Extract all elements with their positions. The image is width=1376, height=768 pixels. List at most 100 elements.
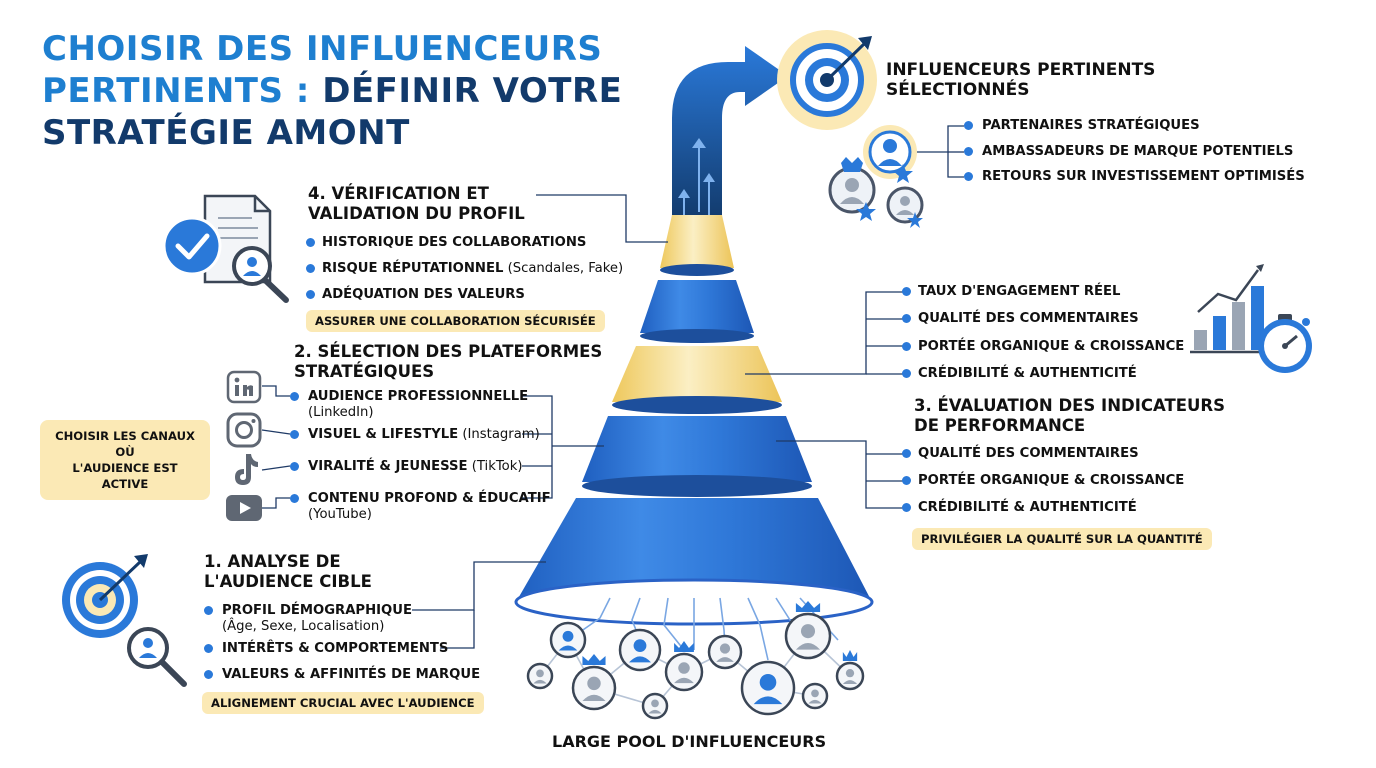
step4-heading: 4. VÉRIFICATION ET VALIDATION DU PROFIL [308, 184, 525, 224]
influencer-avatar-icon [526, 662, 554, 690]
step1-item-2-main: INTÉRÊTS & COMPORTEMENTS [222, 641, 449, 656]
step4-item-2: RISQUE RÉPUTATIONNEL (Scandales, Fake) [322, 261, 623, 277]
bullet-dot [902, 342, 911, 351]
step2-item-4: CONTENU PROFOND & ÉDUCATIF(YouTube) [308, 491, 551, 523]
influencer-avatar-icon [740, 660, 796, 716]
funnel-layer-1 [514, 498, 874, 626]
step4-item-3: ADÉQUATION DES VALEURS [322, 287, 525, 303]
step4-item-2-main: RISQUE RÉPUTATIONNEL [322, 261, 504, 276]
influencer-avatar-icon [618, 628, 662, 672]
step1-item-1: PROFIL DÉMOGRAPHIQUE(Âge, Sexe, Localisa… [222, 603, 412, 635]
step3-item-1: QUALITÉ DES COMMENTAIRES [918, 446, 1139, 461]
step2-item-4-sub: (YouTube) [308, 507, 372, 522]
performance-chart-icon [1190, 264, 1268, 354]
step1-item-2: INTÉRÊTS & COMPORTEMENTS [222, 641, 448, 657]
title-line-3: STRATÉGIE AMONT [42, 113, 410, 153]
step4-item-1-main: HISTORIQUE DES COLLABORATIONS [322, 235, 587, 250]
step2-item-1-sub: (LinkedIn) [308, 405, 374, 420]
step2-heading-line-1: 2. SÉLECTION DES PLATEFORMES [294, 342, 603, 361]
step1-item-3-main: VALEURS & AFFINITÉS DE MARQUE [222, 667, 481, 682]
step4-heading-line-2: VALIDATION DU PROFIL [308, 204, 525, 223]
step3-top-item-3: PORTÉE ORGANIQUE & CROISSANCE [918, 339, 1185, 354]
document-verification-icon [162, 194, 289, 303]
bullet-dot [902, 369, 911, 378]
page-title: CHOISIR DES INFLUENCEURS PERTINENTS : DÉ… [42, 28, 682, 154]
step2-tag-line-2: L'AUDIENCE EST ACTIVE [72, 461, 178, 491]
top-result-item-3: RETOURS SUR INVESTISSEMENT OPTIMISÉS [982, 169, 1305, 184]
step3-heading-line-1: 3. ÉVALUATION DES INDICATEURS [914, 396, 1225, 415]
instagram-icon [226, 412, 262, 448]
bullet-dot [290, 494, 299, 503]
youtube-icon [226, 495, 262, 521]
bullet-dot [964, 172, 973, 181]
connector-lines [261, 125, 964, 649]
funnel-layer-3b [640, 280, 754, 343]
step2-heading-line-2: STRATÉGIQUES [294, 362, 435, 381]
bullet-dot [964, 121, 973, 130]
title-line-2b: DÉFINIR VOTRE [322, 71, 623, 111]
crowned-influencer-avatar-icon [664, 641, 704, 692]
bullet-dot [902, 503, 911, 512]
bullet-dot [290, 430, 299, 439]
top-result-heading: INFLUENCEURS PERTINENTS SÉLECTIONNÉS [886, 60, 1155, 100]
step3-item-2: PORTÉE ORGANIQUE & CROISSANCE [918, 473, 1185, 488]
tiktok-icon [235, 454, 258, 485]
step1-item-1-sub: (Âge, Sexe, Localisation) [222, 619, 385, 634]
step3-top-item-1: TAUX D'ENGAGEMENT RÉEL [918, 284, 1121, 299]
step2-tag: CHOISIR LES CANAUX OÙ L'AUDIENCE EST ACT… [40, 420, 210, 500]
bullet-dot [290, 392, 299, 401]
step2-item-1: AUDIENCE PROFESSIONNELLE(LinkedIn) [308, 389, 528, 421]
step1-tag: ALIGNEMENT CRUCIAL AVEC L'AUDIENCE [202, 692, 484, 714]
step4-tag: ASSURER UNE COLLABORATION SÉCURISÉE [306, 310, 605, 332]
step3-heading-line-2: DE PERFORMANCE [914, 416, 1086, 435]
linkedin-icon [226, 370, 262, 404]
influencer-avatar-icon [801, 682, 829, 710]
top-result-heading-line-2: SÉLECTIONNÉS [886, 80, 1030, 100]
bullet-dot [964, 147, 973, 156]
crowned-influencer-avatar-icon [835, 650, 865, 691]
influencer-avatar-icon [549, 621, 587, 659]
step2-item-2-main: VISUEL & LIFESTYLE [308, 427, 459, 442]
bullet-dot [306, 238, 315, 247]
bullet-dot [204, 670, 213, 679]
step4-item-3-main: ADÉQUATION DES VALEURS [322, 287, 525, 302]
step2-heading: 2. SÉLECTION DES PLATEFORMES STRATÉGIQUE… [294, 342, 602, 382]
target-icon-top [777, 30, 877, 130]
bullet-dot [902, 476, 911, 485]
step2-item-2-sub: (Instagram) [458, 427, 540, 442]
pool-label: LARGE POOL D'INFLUENCEURS [552, 732, 827, 751]
step3-heading: 3. ÉVALUATION DES INDICATEURS DE PERFORM… [914, 396, 1225, 436]
step2-item-3-main: VIRALITÉ & JEUNESSE [308, 459, 468, 474]
crowned-influencer-avatar-icon [571, 654, 617, 711]
upward-arrow [672, 46, 788, 222]
step1-heading-line-2: L'AUDIENCE CIBLE [204, 572, 372, 591]
audience-target-icon [62, 554, 187, 687]
step3-top-item-2: QUALITÉ DES COMMENTAIRES [918, 311, 1139, 326]
funnel-layer-3 [612, 346, 782, 414]
top-result-heading-line-1: INFLUENCEURS PERTINENTS [886, 60, 1156, 80]
step1-heading-line-1: 1. ANALYSE DE [204, 552, 341, 571]
bullet-dot [290, 462, 299, 471]
bullet-dot [902, 314, 911, 323]
step1-heading: 1. ANALYSE DE L'AUDIENCE CIBLE [204, 552, 372, 592]
bullet-dot [902, 287, 911, 296]
step4-item-1: HISTORIQUE DES COLLABORATIONS [322, 235, 586, 251]
crowned-influencer-avatar-icon [784, 601, 832, 660]
step3-item-3: CRÉDIBILITÉ & AUTHENTICITÉ [918, 500, 1137, 515]
title-line-1: CHOISIR DES INFLUENCEURS [42, 29, 603, 69]
step3-top-item-4: CRÉDIBILITÉ & AUTHENTICITÉ [918, 366, 1137, 381]
step2-item-4-main: CONTENU PROFOND & ÉDUCATIF [308, 491, 551, 506]
top-result-item-2: AMBASSADEURS DE MARQUE POTENTIELS [982, 144, 1294, 159]
bullet-dot [306, 264, 315, 273]
bullet-dot [204, 644, 213, 653]
step1-item-1-main: PROFIL DÉMOGRAPHIQUE [222, 603, 412, 618]
step2-tag-line-1: CHOISIR LES CANAUX OÙ [55, 429, 195, 459]
step2-item-3: VIRALITÉ & JEUNESSE (TikTok) [308, 459, 523, 475]
step1-item-3: VALEURS & AFFINITÉS DE MARQUE [222, 667, 480, 683]
influencer-avatar-icon [707, 634, 743, 670]
step4-heading-line-1: 4. VÉRIFICATION ET [308, 184, 489, 203]
step2-item-3-sub: (TikTok) [467, 459, 523, 474]
